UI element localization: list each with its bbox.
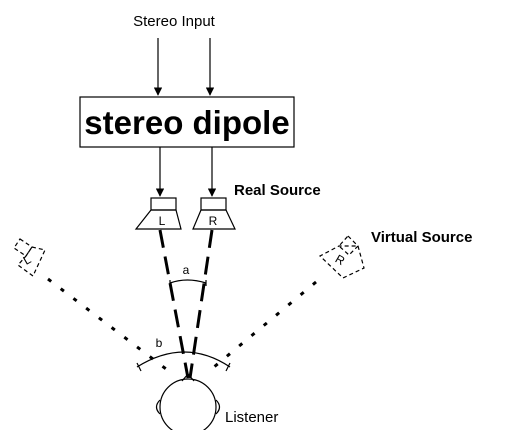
stereo-dipole-box: [79, 96, 295, 148]
real-source-label: Real Source: [234, 182, 321, 199]
listener-head: [155, 373, 221, 430]
virtual-source-label: Virtual Source: [371, 229, 472, 246]
real-speaker-left: [134, 197, 182, 230]
virtual-speaker-right-label: R: [333, 252, 348, 269]
angle-b-arc: [136, 351, 231, 368]
ray-real-right: [188, 229, 214, 379]
virtual-speaker-right: [318, 235, 365, 279]
virtual-speaker-left-label: L: [21, 252, 34, 268]
stereo-input-label: Stereo Input: [133, 13, 216, 30]
stereo-dipole-label: stereo dipole: [84, 104, 289, 141]
ray-virtual-right: [207, 280, 317, 374]
ray-real-left: [158, 229, 190, 379]
angle-b-label: b: [156, 336, 163, 350]
listener-label: Listener: [225, 409, 278, 426]
real-speaker-right-label: R: [209, 214, 218, 228]
real-speaker-right: [192, 197, 236, 230]
real-speaker-left-label: L: [159, 214, 166, 228]
angle-a-label: a: [183, 263, 190, 277]
virtual-speaker-left: [13, 238, 46, 277]
ray-virtual-left: [47, 277, 171, 374]
angle-a-arc: [169, 279, 207, 284]
